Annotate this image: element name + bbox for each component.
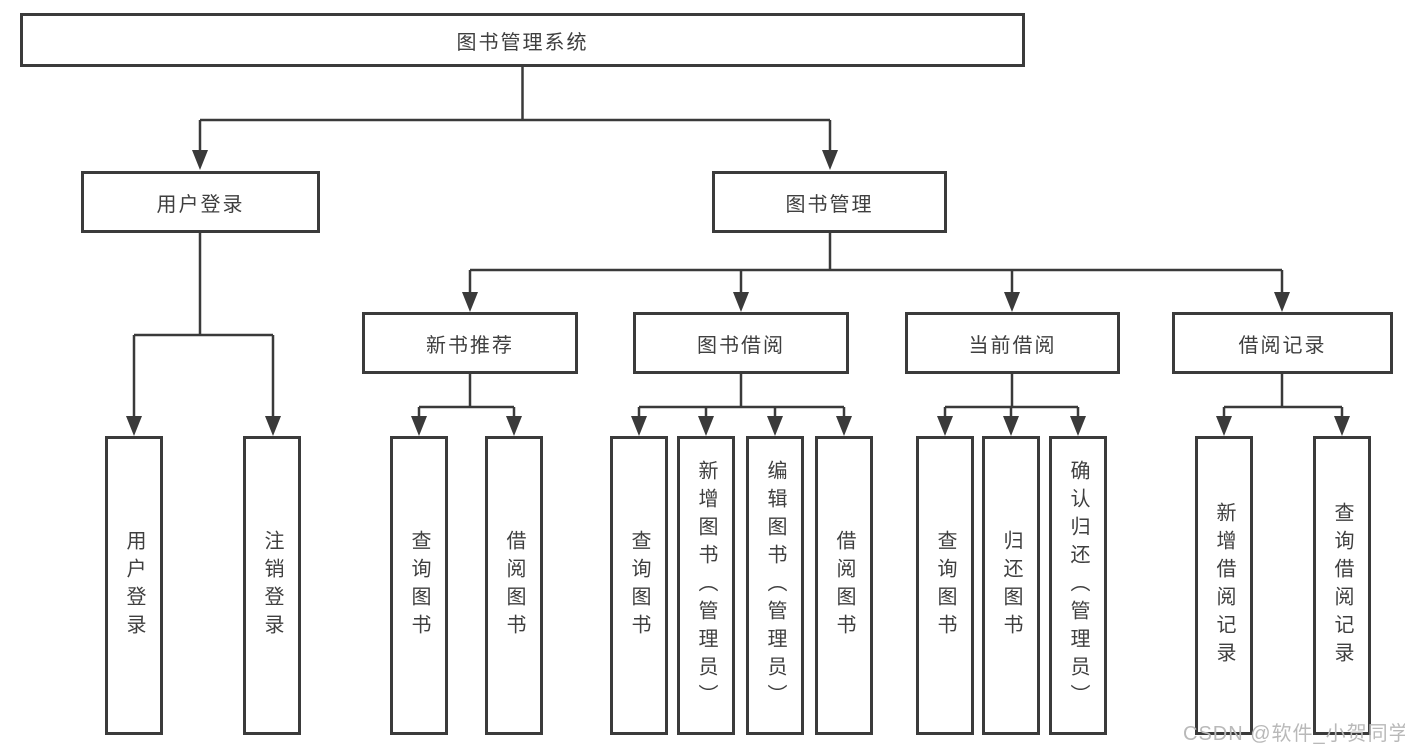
leaf-logout-login: 注销登录 xyxy=(243,436,301,735)
node-book-management: 图书管理 xyxy=(712,171,947,233)
node-user-login: 用户登录 xyxy=(81,171,320,233)
leaf-confirm-return-admin: 确认归还（管理员） xyxy=(1049,436,1107,735)
connector-current-borrow-to-leaves xyxy=(943,374,1080,418)
node-new-book-recommend: 新书推荐 xyxy=(362,312,578,374)
node-borrow-records: 借阅记录 xyxy=(1172,312,1393,374)
node-current-borrow: 当前借阅 xyxy=(905,312,1120,374)
node-library-management-system: 图书管理系统 xyxy=(20,13,1025,67)
leaf-query-borrow-record: 查询借阅记录 xyxy=(1313,436,1371,735)
connector-root-to-level2 xyxy=(198,66,832,152)
leaf-query-books-recommend: 查询图书 xyxy=(390,436,448,735)
csdn-watermark: CSDN @软件_小贺同学 xyxy=(1183,723,1405,745)
leaf-user-login: 用户登录 xyxy=(105,436,163,735)
leaf-return-books: 归还图书 xyxy=(982,436,1040,735)
leaf-add-borrow-record: 新增借阅记录 xyxy=(1195,436,1253,735)
leaf-add-books-admin: 新增图书（管理员） xyxy=(677,436,735,735)
connector-new-book-to-leaves xyxy=(417,374,516,418)
leaf-borrow-books-recommend: 借阅图书 xyxy=(485,436,543,735)
leaf-query-books-borrow: 查询图书 xyxy=(610,436,668,735)
connector-borrow-records-to-leaves xyxy=(1222,374,1344,418)
node-book-borrow: 图书借阅 xyxy=(633,312,849,374)
leaf-edit-books-admin: 编辑图书（管理员） xyxy=(746,436,804,735)
connector-user-login-to-leaves xyxy=(132,233,275,418)
leaf-borrow-books: 借阅图书 xyxy=(815,436,873,735)
leaf-query-books-current: 查询图书 xyxy=(916,436,974,735)
arrowheads xyxy=(126,150,1350,436)
connector-book-borrow-to-leaves xyxy=(637,374,846,418)
connector-book-management-to-level3 xyxy=(468,233,1284,294)
